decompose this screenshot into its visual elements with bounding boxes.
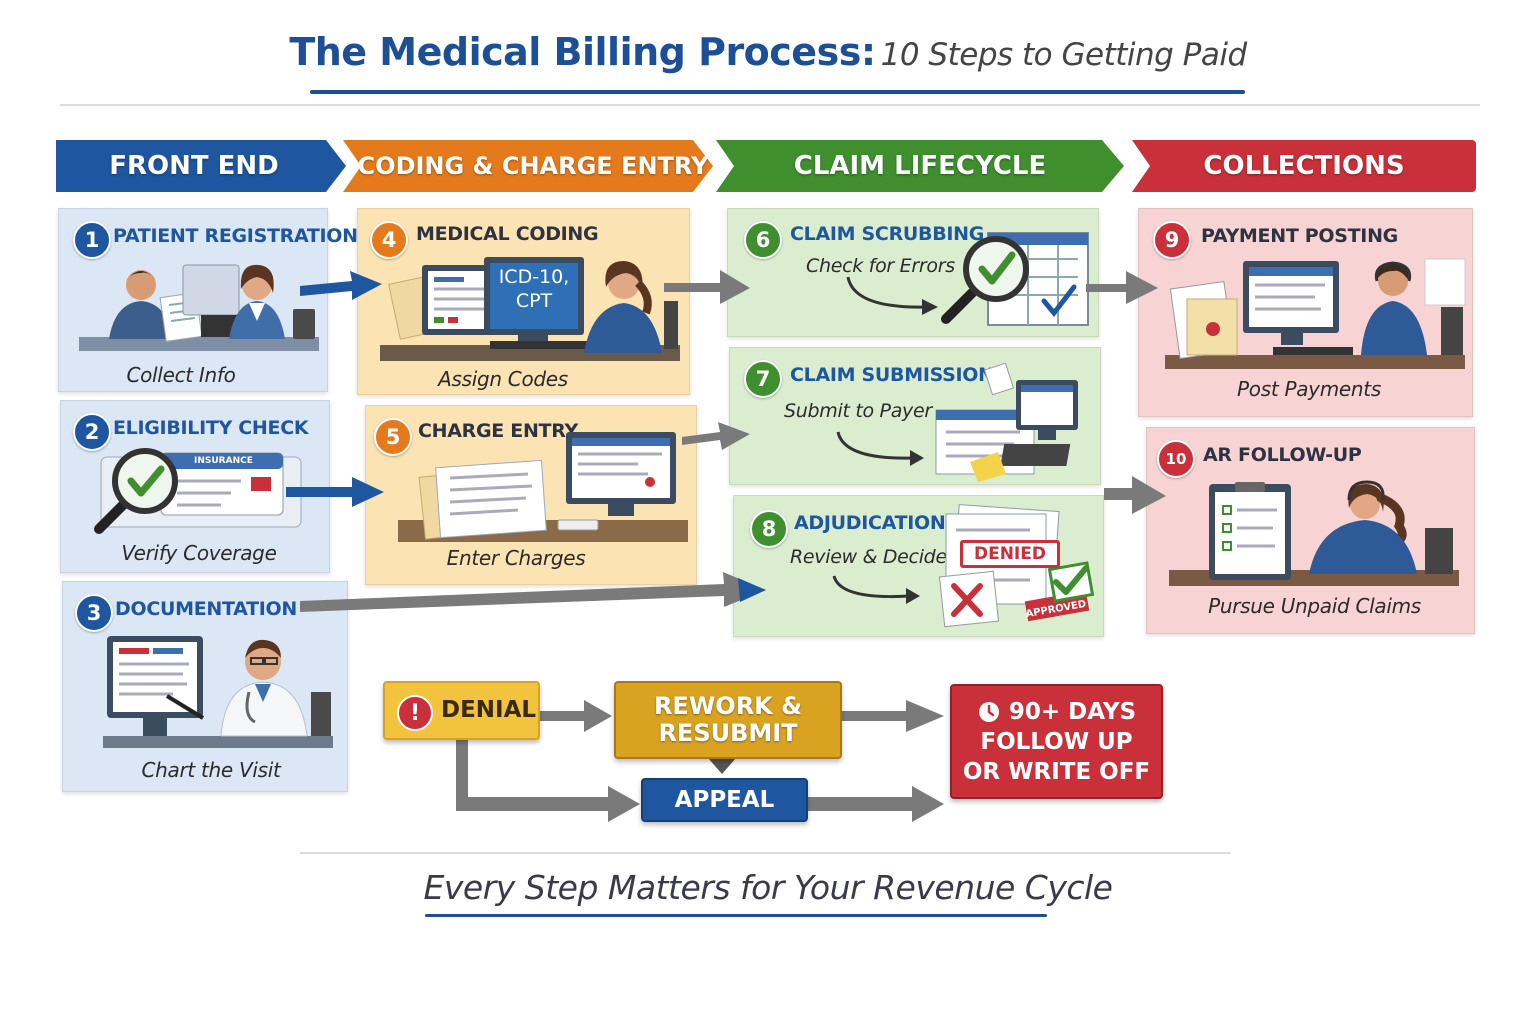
step-card-charge-entry: 5 CHARGE ENTRY Enter Charges xyxy=(365,405,697,585)
step-card-patient-registration: 1 PATIENT REGISTRATION Collect Info xyxy=(58,208,358,392)
phase-collections: COLLECTIONS xyxy=(1132,140,1476,192)
phase-label: CODING & CHARGE ENTRY xyxy=(357,152,709,180)
screen-text-codes: ICD-10, CPT xyxy=(498,266,570,312)
footer-tagline: Every Step Matters for Your Revenue Cycl… xyxy=(423,868,1113,907)
step-title: PATIENT REGISTRATION xyxy=(113,225,358,247)
step-card-eligibility-check: 2 ELIGIBILITY CHECK INSURANCE Verify Cov… xyxy=(60,400,330,573)
page-title: The Medical Billing Process: 10 Steps to… xyxy=(0,30,1536,74)
footer-underline xyxy=(425,914,1047,917)
step-card-ar-follow-up: 10 AR FOLLOW-UP Pursue Unpaid Claims xyxy=(1146,427,1475,634)
coding-illustration xyxy=(380,257,680,361)
arrow-8-to-10 xyxy=(1104,476,1166,514)
step-caption: Check for Errors xyxy=(806,255,955,277)
step-title: ELIGIBILITY CHECK xyxy=(113,417,309,439)
title-underline xyxy=(310,90,1245,94)
step-card-claim-submission: 7 CLAIM SUBMISSION Submit to Payer xyxy=(729,347,1101,485)
arrow-4-to-6 xyxy=(664,270,750,304)
step-number: 3 xyxy=(75,594,113,632)
step-title: AR FOLLOW-UP xyxy=(1203,444,1362,466)
step-title: DOCUMENTATION xyxy=(115,598,297,620)
step-card-adjudication: 8 ADJUDICATION Review & Decide DENIED AP… xyxy=(733,495,1104,637)
denial-label: DENIAL xyxy=(441,697,537,723)
insurance-card-text: INSURANCE xyxy=(194,456,253,466)
step-number: 7 xyxy=(744,360,782,398)
step-number: 4 xyxy=(370,221,408,259)
phase-label: CLAIM LIFECYCLE xyxy=(793,151,1047,181)
denial-box: ! DENIAL xyxy=(383,681,540,740)
payment-posting-illustration xyxy=(1165,258,1466,369)
arrow-appeal-to-final xyxy=(806,786,944,822)
step-title: PAYMENT POSTING xyxy=(1201,225,1398,247)
step-caption: Post Payments xyxy=(1237,377,1381,401)
step-title: CLAIM SCRUBBING xyxy=(790,223,985,245)
step-title: CHARGE ENTRY xyxy=(418,420,578,442)
bottom-divider xyxy=(300,852,1230,854)
arrow-1-to-4 xyxy=(300,271,382,300)
step-card-claim-scrubbing: 6 CLAIM SCRUBBING Check for Errors xyxy=(727,208,1099,337)
documentation-illustration xyxy=(103,636,333,748)
rework-resubmit-box: REWORK & RESUBMIT xyxy=(614,681,842,759)
eligibility-illustration xyxy=(94,448,302,534)
step-number: 1 xyxy=(73,221,111,259)
step-number: 2 xyxy=(73,413,111,451)
registration-illustration xyxy=(79,264,319,351)
step-title: MEDICAL CODING xyxy=(416,223,599,245)
phase-front-end: FRONT END xyxy=(56,140,346,192)
scrubbing-illustration xyxy=(846,232,1089,326)
arrow-rework-to-appeal xyxy=(708,758,736,774)
step-number: 9 xyxy=(1153,221,1191,259)
final-line2: FOLLOW UP OR WRITE OFF xyxy=(962,728,1151,785)
clock-icon xyxy=(978,701,999,722)
alert-icon: ! xyxy=(397,695,433,731)
phase-label: FRONT END xyxy=(109,151,279,181)
appeal-label: APPEAL xyxy=(674,787,775,813)
arrow-rework-to-final xyxy=(842,700,944,732)
step-number: 10 xyxy=(1157,440,1195,478)
step-caption: Assign Codes xyxy=(438,367,568,391)
title-main: The Medical Billing Process: xyxy=(289,30,876,74)
title-sub: 10 Steps to Getting Paid xyxy=(880,37,1248,73)
arrow-denial-to-rework xyxy=(540,700,612,732)
step-caption: Verify Coverage xyxy=(121,541,277,565)
step-caption: Submit to Payer xyxy=(784,400,932,422)
submission-illustration xyxy=(836,362,1078,482)
step-card-documentation: 3 DOCUMENTATION Chart the Visit xyxy=(62,581,348,792)
days-row: 90+ DAYS xyxy=(977,697,1136,727)
phase-claim-lifecycle: CLAIM LIFECYCLE xyxy=(716,140,1124,192)
step-title: CLAIM SUBMISSION xyxy=(790,364,994,386)
step-number: 6 xyxy=(744,221,782,259)
step-number: 5 xyxy=(374,418,412,456)
final-followup-box: 90+ DAYS FOLLOW UP OR WRITE OFF xyxy=(950,684,1163,799)
step-caption: Pursue Unpaid Claims xyxy=(1208,594,1421,618)
step-card-payment-posting: 9 PAYMENT POSTING Post Payments xyxy=(1138,208,1473,417)
ar-follow-up-illustration xyxy=(1169,480,1459,586)
charge-entry-illustration xyxy=(398,432,688,542)
arrow-3-to-8 xyxy=(300,572,766,612)
step-caption: Collect Info xyxy=(126,363,236,387)
rework-label: REWORK & RESUBMIT xyxy=(653,692,803,747)
arrow-denial-to-appeal xyxy=(456,740,640,822)
step-number: 8 xyxy=(750,510,788,548)
step-card-medical-coding: 4 MEDICAL CODING ICD-10, CPT Assign Code… xyxy=(357,208,690,395)
phase-label: COLLECTIONS xyxy=(1203,151,1405,181)
top-divider xyxy=(60,104,1480,106)
step-caption: Enter Charges xyxy=(446,546,586,570)
final-line1: 90+ DAYS xyxy=(1008,698,1137,725)
denied-stamp: DENIED xyxy=(960,540,1060,568)
step-title: ADJUDICATION xyxy=(794,512,946,534)
appeal-box: APPEAL xyxy=(641,778,808,822)
phase-coding: CODING & CHARGE ENTRY xyxy=(343,140,713,192)
step-caption: Review & Decide xyxy=(790,546,947,568)
arrow-5-to-7 xyxy=(682,422,750,450)
arrow-6-to-9 xyxy=(1086,271,1158,304)
arrow-2-to-5 xyxy=(286,477,384,507)
step-caption: Chart the Visit xyxy=(141,758,281,782)
